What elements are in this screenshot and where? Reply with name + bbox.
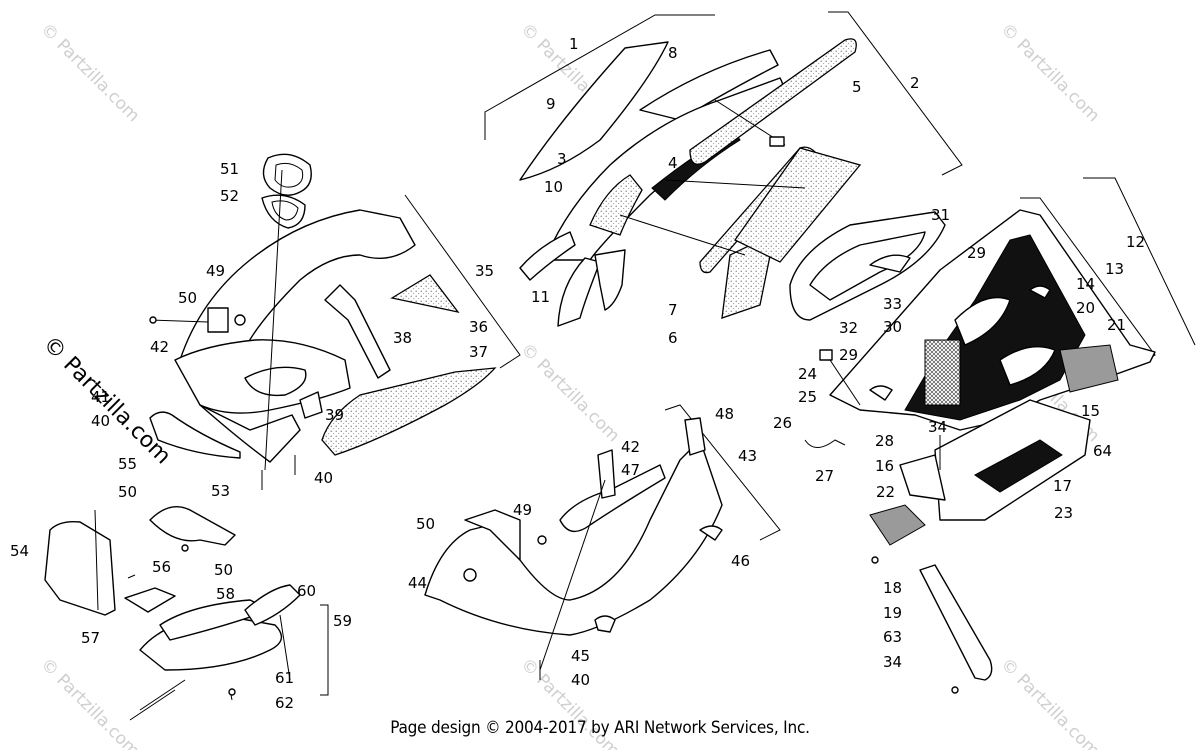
callout-label: 62 <box>275 694 294 712</box>
callout-label: 23 <box>1054 504 1073 522</box>
callout-label: 25 <box>798 388 817 406</box>
hood-group <box>789 177 1196 694</box>
callout-label: 30 <box>883 318 902 336</box>
callout-label: 31 <box>931 206 950 224</box>
callout-label: 11 <box>531 288 550 306</box>
callout-label: 20 <box>1076 299 1095 317</box>
callout-label: 53 <box>211 482 230 500</box>
callout-label: 42 <box>150 338 169 356</box>
callout-label: 63 <box>883 628 902 646</box>
callout-label: 16 <box>875 457 894 475</box>
callout-label: 29 <box>839 346 858 364</box>
callout-label: 22 <box>876 483 895 501</box>
callout-label: 29 <box>967 244 986 262</box>
callout-label: 27 <box>815 467 834 485</box>
callout-label: 34 <box>883 653 902 671</box>
callout-label: 50 <box>178 289 197 307</box>
callout-label: 28 <box>875 432 894 450</box>
callout-label: 38 <box>393 329 412 347</box>
callout-label: 60 <box>297 582 316 600</box>
callout-label: 45 <box>571 647 590 665</box>
footer-credit: Page design © 2004-2017 by ARI Network S… <box>390 718 810 738</box>
callout-label: 50 <box>416 515 435 533</box>
callout-label: 18 <box>883 579 902 597</box>
callout-label: 2 <box>910 74 920 92</box>
callout-label: 40 <box>314 469 333 487</box>
callout-label: 8 <box>668 44 678 62</box>
callout-label: 64 <box>1093 442 1112 460</box>
callout-label: 49 <box>513 501 532 519</box>
callout-label: 55 <box>118 455 137 473</box>
callout-label: 51 <box>220 160 239 178</box>
callout-label: 41 <box>91 388 110 406</box>
callout-label: 5 <box>852 78 862 96</box>
callout-label: 36 <box>469 318 488 336</box>
callout-label: 33 <box>883 295 902 313</box>
callout-label: 15 <box>1081 402 1100 420</box>
callout-label: 50 <box>118 483 137 501</box>
callout-label: 61 <box>275 669 294 687</box>
callout-label: 1 <box>569 35 579 53</box>
callout-label: 59 <box>333 612 352 630</box>
callout-label: 4 <box>668 154 678 172</box>
callout-numbers: 1 2 3 4 5 6 7 8 9 10 11 12 13 14 15 16 1… <box>10 35 1145 712</box>
callout-label: 44 <box>408 574 427 592</box>
console-group <box>149 153 521 490</box>
callout-label: 6 <box>668 329 678 347</box>
callout-label: 56 <box>152 558 171 576</box>
callout-label: 34 <box>928 418 947 436</box>
callout-label: 46 <box>731 552 750 570</box>
callout-label: 32 <box>839 319 858 337</box>
callout-label: 54 <box>10 542 29 560</box>
callout-label: 40 <box>571 671 590 689</box>
callout-label: 58 <box>216 585 235 603</box>
watermark-text: © Partzilla.com <box>996 19 1103 126</box>
callout-label: 10 <box>544 178 563 196</box>
callout-label: 43 <box>738 447 757 465</box>
bottom-left-group <box>44 506 329 721</box>
callout-label: 42 <box>621 438 640 456</box>
callout-label: 50 <box>214 561 233 579</box>
callout-label: 39 <box>325 406 344 424</box>
watermark-text: © Partzilla.com <box>36 19 143 126</box>
callout-label: 24 <box>798 365 817 383</box>
callout-label: 13 <box>1105 260 1124 278</box>
callout-label: 17 <box>1053 477 1072 495</box>
watermark-text: © Partzilla.com <box>516 339 623 446</box>
callout-label: 49 <box>206 262 225 280</box>
side-panel-group <box>484 11 963 327</box>
belly-pan-group <box>424 404 781 680</box>
callout-label: 21 <box>1107 316 1126 334</box>
callout-label: 37 <box>469 343 488 361</box>
callout-label: 19 <box>883 604 902 622</box>
callout-label: 3 <box>557 150 567 168</box>
callout-label: 9 <box>546 95 556 113</box>
callout-label: 26 <box>773 414 792 432</box>
callout-label: 57 <box>81 629 100 647</box>
callout-label: 12 <box>1126 233 1145 251</box>
callout-label: 47 <box>621 461 640 479</box>
callout-label: 35 <box>475 262 494 280</box>
callout-label: 48 <box>715 405 734 423</box>
callout-label: 7 <box>668 301 678 319</box>
callout-label: 14 <box>1076 275 1095 293</box>
callout-label: 40 <box>91 412 110 430</box>
callout-label: 52 <box>220 187 239 205</box>
